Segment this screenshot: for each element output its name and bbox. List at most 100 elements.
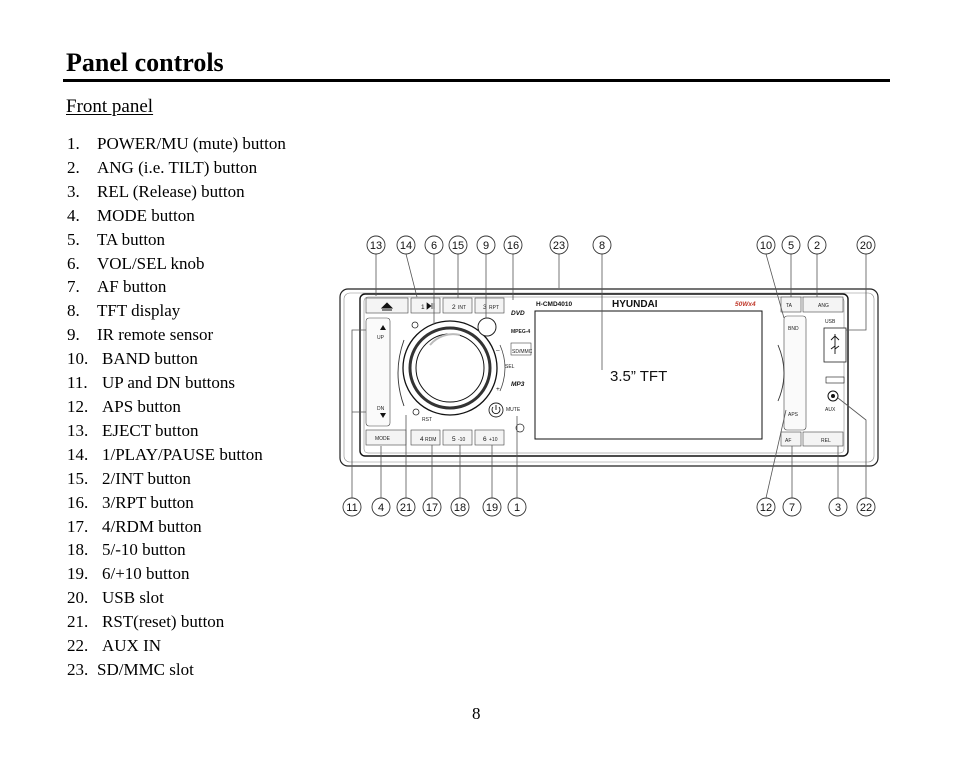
callout-label: 13 bbox=[370, 240, 382, 252]
rel-button[interactable] bbox=[802, 431, 844, 447]
up-dn-rocker[interactable] bbox=[365, 317, 391, 427]
controls-list: 1.POWER/MU (mute) button 2. ANG (i.e. TIL… bbox=[67, 132, 286, 682]
section-subtitle: Front panel bbox=[66, 96, 154, 117]
list-item: 14.1/PLAY/PAUSE button bbox=[67, 443, 286, 467]
item-label: TFT display bbox=[97, 301, 181, 321]
top-button-row: 1 2 INT 3 RPT bbox=[365, 297, 505, 314]
button-2-int[interactable] bbox=[442, 297, 473, 314]
button-6-sublabel: +10 bbox=[489, 437, 498, 443]
list-item: 13.EJECT button bbox=[67, 419, 286, 443]
list-item: 5.TA button bbox=[67, 228, 286, 252]
callout-label: 9 bbox=[483, 240, 489, 252]
callout-label: 10 bbox=[760, 240, 772, 252]
callout-label: 18 bbox=[454, 502, 466, 514]
item-number: 22. bbox=[67, 636, 89, 656]
item-label: TA button bbox=[97, 229, 166, 249]
item-number: 17. bbox=[67, 516, 89, 536]
item-number: 21. bbox=[67, 612, 89, 632]
list-item: 22. AUX IN bbox=[67, 634, 286, 658]
button-4-sublabel: RDM bbox=[425, 437, 436, 443]
callout-circle bbox=[371, 497, 391, 517]
page-number: 8 bbox=[472, 704, 481, 723]
sel-label: SEL bbox=[505, 364, 515, 370]
dvd-logo: DVD bbox=[511, 310, 525, 317]
callout-circle bbox=[756, 235, 776, 255]
bottom-button-row: MODE 4 RDM 5 -10 6 +10 AF REL bbox=[365, 429, 844, 447]
sd-mmc-logo: SD/MMC bbox=[512, 349, 533, 355]
button-2-sublabel: INT bbox=[458, 305, 466, 311]
item-label: AUX IN bbox=[102, 636, 162, 656]
button-5-minus10[interactable] bbox=[442, 429, 473, 446]
down-arrow-icon bbox=[380, 413, 386, 418]
callout-circle bbox=[396, 497, 416, 517]
power-rating: 50Wx4 bbox=[735, 301, 756, 308]
item-number: 3. bbox=[67, 181, 80, 201]
item-label: BAND button bbox=[102, 349, 198, 369]
bnd-label: BND bbox=[788, 326, 799, 332]
callout-label: 11 bbox=[346, 502, 357, 514]
button-3-rpt[interactable] bbox=[474, 297, 505, 314]
callout-circle bbox=[807, 235, 827, 255]
page-title: Panel controls bbox=[66, 48, 224, 77]
rst-button[interactable] bbox=[412, 408, 420, 416]
button-4-rdm[interactable] bbox=[410, 429, 441, 446]
item-number: 8. bbox=[67, 301, 80, 321]
button-5-sublabel: -10 bbox=[458, 437, 465, 443]
rst-label: RST bbox=[422, 417, 432, 423]
callout-label: 6 bbox=[431, 240, 437, 252]
item-number: 4. bbox=[67, 205, 80, 225]
item-label: ANG (i.e. TILT) button bbox=[97, 157, 258, 177]
callout-circle bbox=[448, 235, 468, 255]
callout-circle bbox=[592, 235, 612, 255]
list-item: 19.6/+10 button bbox=[67, 562, 286, 586]
rel-label: REL bbox=[821, 438, 831, 444]
list-item: 23.SD/MMC slot bbox=[67, 658, 286, 682]
brand-logo: HYUNDAI bbox=[612, 299, 658, 310]
callout-label: 7 bbox=[789, 502, 795, 514]
callout-circle bbox=[476, 235, 496, 255]
tft-display bbox=[534, 310, 763, 440]
dn-label: DN bbox=[377, 406, 385, 412]
list-item: 3. REL (Release) button bbox=[67, 180, 286, 204]
item-number: 15. bbox=[67, 468, 89, 488]
callout-label: 12 bbox=[760, 502, 772, 514]
button-1-play-pause[interactable] bbox=[410, 297, 441, 314]
callout-label: 19 bbox=[486, 502, 498, 514]
right-controls: TA ANG BND APS USB AUX bbox=[777, 296, 847, 431]
usb-badge bbox=[825, 376, 845, 384]
minus-label: – bbox=[496, 347, 500, 354]
list-item: 6.VOL/SEL knob bbox=[67, 252, 286, 276]
button-6-plus10[interactable] bbox=[474, 429, 505, 446]
usb-label: USB bbox=[825, 319, 836, 325]
callout-circle bbox=[422, 497, 442, 517]
list-item: 11.UP and DN buttons bbox=[67, 371, 286, 395]
item-label: USB slot bbox=[102, 588, 164, 608]
item-number: 18. bbox=[67, 540, 89, 560]
button-1-label: 1 bbox=[421, 304, 425, 311]
item-number: 2. bbox=[67, 157, 80, 177]
ang-label: ANG bbox=[818, 303, 829, 309]
item-number: 23. bbox=[67, 659, 89, 679]
item-label: RST(reset) button bbox=[102, 612, 225, 632]
item-label: REL (Release) button bbox=[97, 181, 245, 201]
item-label: 3/RPT button bbox=[102, 492, 194, 512]
item-label: 5/-10 button bbox=[102, 540, 186, 560]
ta-label: TA bbox=[786, 303, 793, 309]
callout-circle bbox=[450, 497, 470, 517]
ir-sensor bbox=[477, 317, 497, 337]
callout-label: 1 bbox=[514, 502, 520, 514]
mode-label: MODE bbox=[375, 436, 391, 442]
list-item: 16.3/RPT button bbox=[67, 491, 286, 515]
callout-label: 14 bbox=[400, 240, 412, 252]
callout-circle bbox=[396, 235, 416, 255]
af-button[interactable] bbox=[780, 431, 802, 447]
list-item: 12.APS button bbox=[67, 395, 286, 419]
vol-sel-knob[interactable] bbox=[402, 320, 498, 416]
callout-circle bbox=[782, 497, 802, 517]
item-number: 1. bbox=[67, 134, 80, 153]
item-number: 13. bbox=[67, 420, 89, 440]
list-item: 4.MODE button bbox=[67, 204, 286, 228]
list-item: 1.POWER/MU (mute) button bbox=[67, 132, 286, 156]
ang-button[interactable] bbox=[802, 296, 844, 313]
